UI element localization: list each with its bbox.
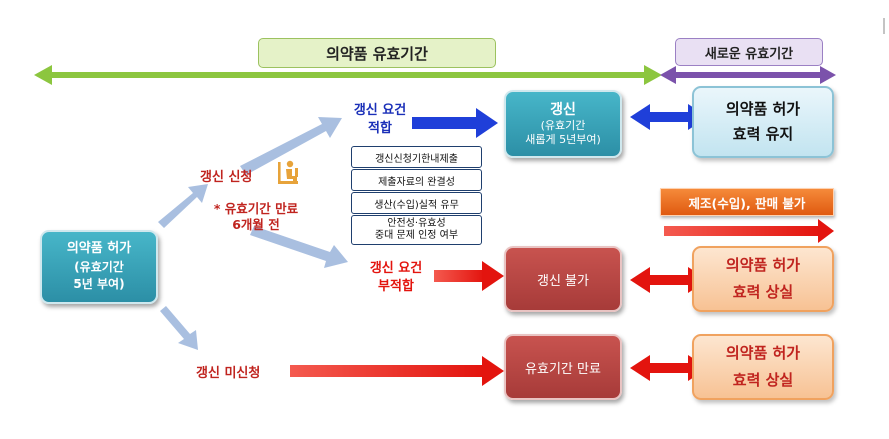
renewal-node-sub1: (유효기간 xyxy=(540,118,586,132)
drug-approval-sub1: (유효기간 xyxy=(74,260,124,275)
validity-timeline-arrow xyxy=(34,65,662,85)
renewal-node-title: 갱신 xyxy=(550,101,576,118)
requirement-item: 제출자료의 완결성 xyxy=(351,169,482,191)
unsuitable-label: 갱신 요건 부적합 xyxy=(360,260,432,295)
validity-expired-label: 유효기간 만료 xyxy=(525,361,601,377)
unsuitable-label-line1: 갱신 요건 xyxy=(369,261,423,276)
no-apply-label: 갱신 미신청 xyxy=(196,366,261,381)
requirement-text: 중대 문제 인정 여부 xyxy=(374,230,459,241)
requirement-item: 갱신신청기한내제출 xyxy=(351,146,482,168)
new-validity-period-label: 새로운 유효기간 xyxy=(704,46,794,62)
drug-approval-sub2: 5년 부여) xyxy=(73,277,125,292)
renewal-apply-note: * 유효기간 만료 6개월 전 xyxy=(200,201,312,234)
suitable-label-line1: 갱신 요건 xyxy=(353,103,407,118)
requirement-item: 생산(수입)실적 유무 xyxy=(351,192,482,214)
suitable-label-line2: 적합 xyxy=(368,120,392,136)
requirement-text: 갱신신청기한내제출 xyxy=(375,153,458,165)
approval-lost-node: 의약품 허가 효력 상실 xyxy=(692,334,834,400)
approval-kept-node: 의약품 허가 효력 유지 xyxy=(692,86,834,158)
approval-lost-line2: 효력 상실 xyxy=(732,371,794,389)
requirement-text: 생산(수입)실적 유무 xyxy=(374,199,459,211)
unsuitable-label-line2: 부적합 xyxy=(378,278,414,294)
manufacture-sale-ban-banner: 제조(수입), 판매 불가 xyxy=(660,188,834,216)
validity-expired-node: 유효기간 만료 xyxy=(504,334,622,400)
new-validity-period-tag: 새로운 유효기간 xyxy=(675,38,823,66)
approval-lost-line2: 효력 상실 xyxy=(732,283,794,301)
renewal-node: 갱신 (유효기간 새롭게 5년부여) xyxy=(504,90,622,158)
approval-kept-line1: 의약품 허가 xyxy=(725,99,801,118)
renewal-apply-note-line2: 6개월 전 xyxy=(232,217,280,233)
validity-period-tag: 의약품 유효기간 xyxy=(258,38,496,68)
renewal-apply-label: 갱신 신청 xyxy=(200,170,253,185)
approval-lost-node: 의약품 허가 효력 상실 xyxy=(692,246,834,312)
approval-lost-line1: 의약품 허가 xyxy=(725,344,801,362)
suitable-arrow xyxy=(412,108,498,138)
renewal-apply-note-line1: * 유효기간 만료 xyxy=(213,201,299,216)
requirement-item: 안전성·유효성 중대 문제 인정 여부 xyxy=(351,215,482,245)
renewal-denied-node: 갱신 불가 xyxy=(504,246,622,312)
person-at-desk-icon xyxy=(276,160,300,186)
drug-approval-title: 의약품 허가 xyxy=(66,241,132,257)
manufacture-sale-ban-label: 제조(수입), 판매 불가 xyxy=(688,195,806,211)
ban-arrow xyxy=(664,219,834,243)
suitable-label: 갱신 요건 적합 xyxy=(344,102,416,137)
requirement-text: 안전성·유효성 xyxy=(387,217,446,229)
unsuitable-arrow xyxy=(434,261,504,291)
renewal-denied-label: 갱신 불가 xyxy=(537,273,589,289)
branch-arrows xyxy=(158,117,348,350)
approval-lost-line1: 의약품 허가 xyxy=(725,256,801,274)
requirement-text: 제출자료의 완결성 xyxy=(378,176,455,188)
no-apply-arrow xyxy=(290,356,504,386)
renewal-node-sub2: 새롭게 5년부여) xyxy=(525,133,601,147)
approval-kept-line2: 효력 유지 xyxy=(732,125,794,143)
drug-approval-node: 의약품 허가 (유효기간 5년 부여) xyxy=(40,230,158,304)
new-validity-timeline-arrow xyxy=(660,66,836,84)
validity-period-label: 의약품 유효기간 xyxy=(326,44,428,63)
